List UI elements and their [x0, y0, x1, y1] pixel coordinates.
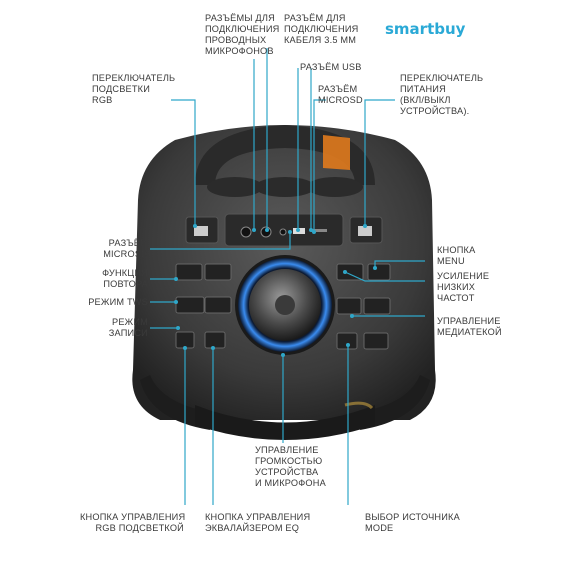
label-tws: РЕЖИМ TWS — [88, 297, 148, 307]
label-usb: РАЗЪЁМ USB — [300, 62, 362, 72]
volume-knob — [235, 255, 335, 355]
pointer-dots — [174, 224, 377, 357]
left-button-group — [175, 263, 232, 349]
brand-logo: smartbuy — [385, 20, 466, 38]
pointer-lines — [150, 48, 425, 505]
top-connector-panel — [185, 213, 383, 247]
right-button-group — [336, 263, 391, 350]
